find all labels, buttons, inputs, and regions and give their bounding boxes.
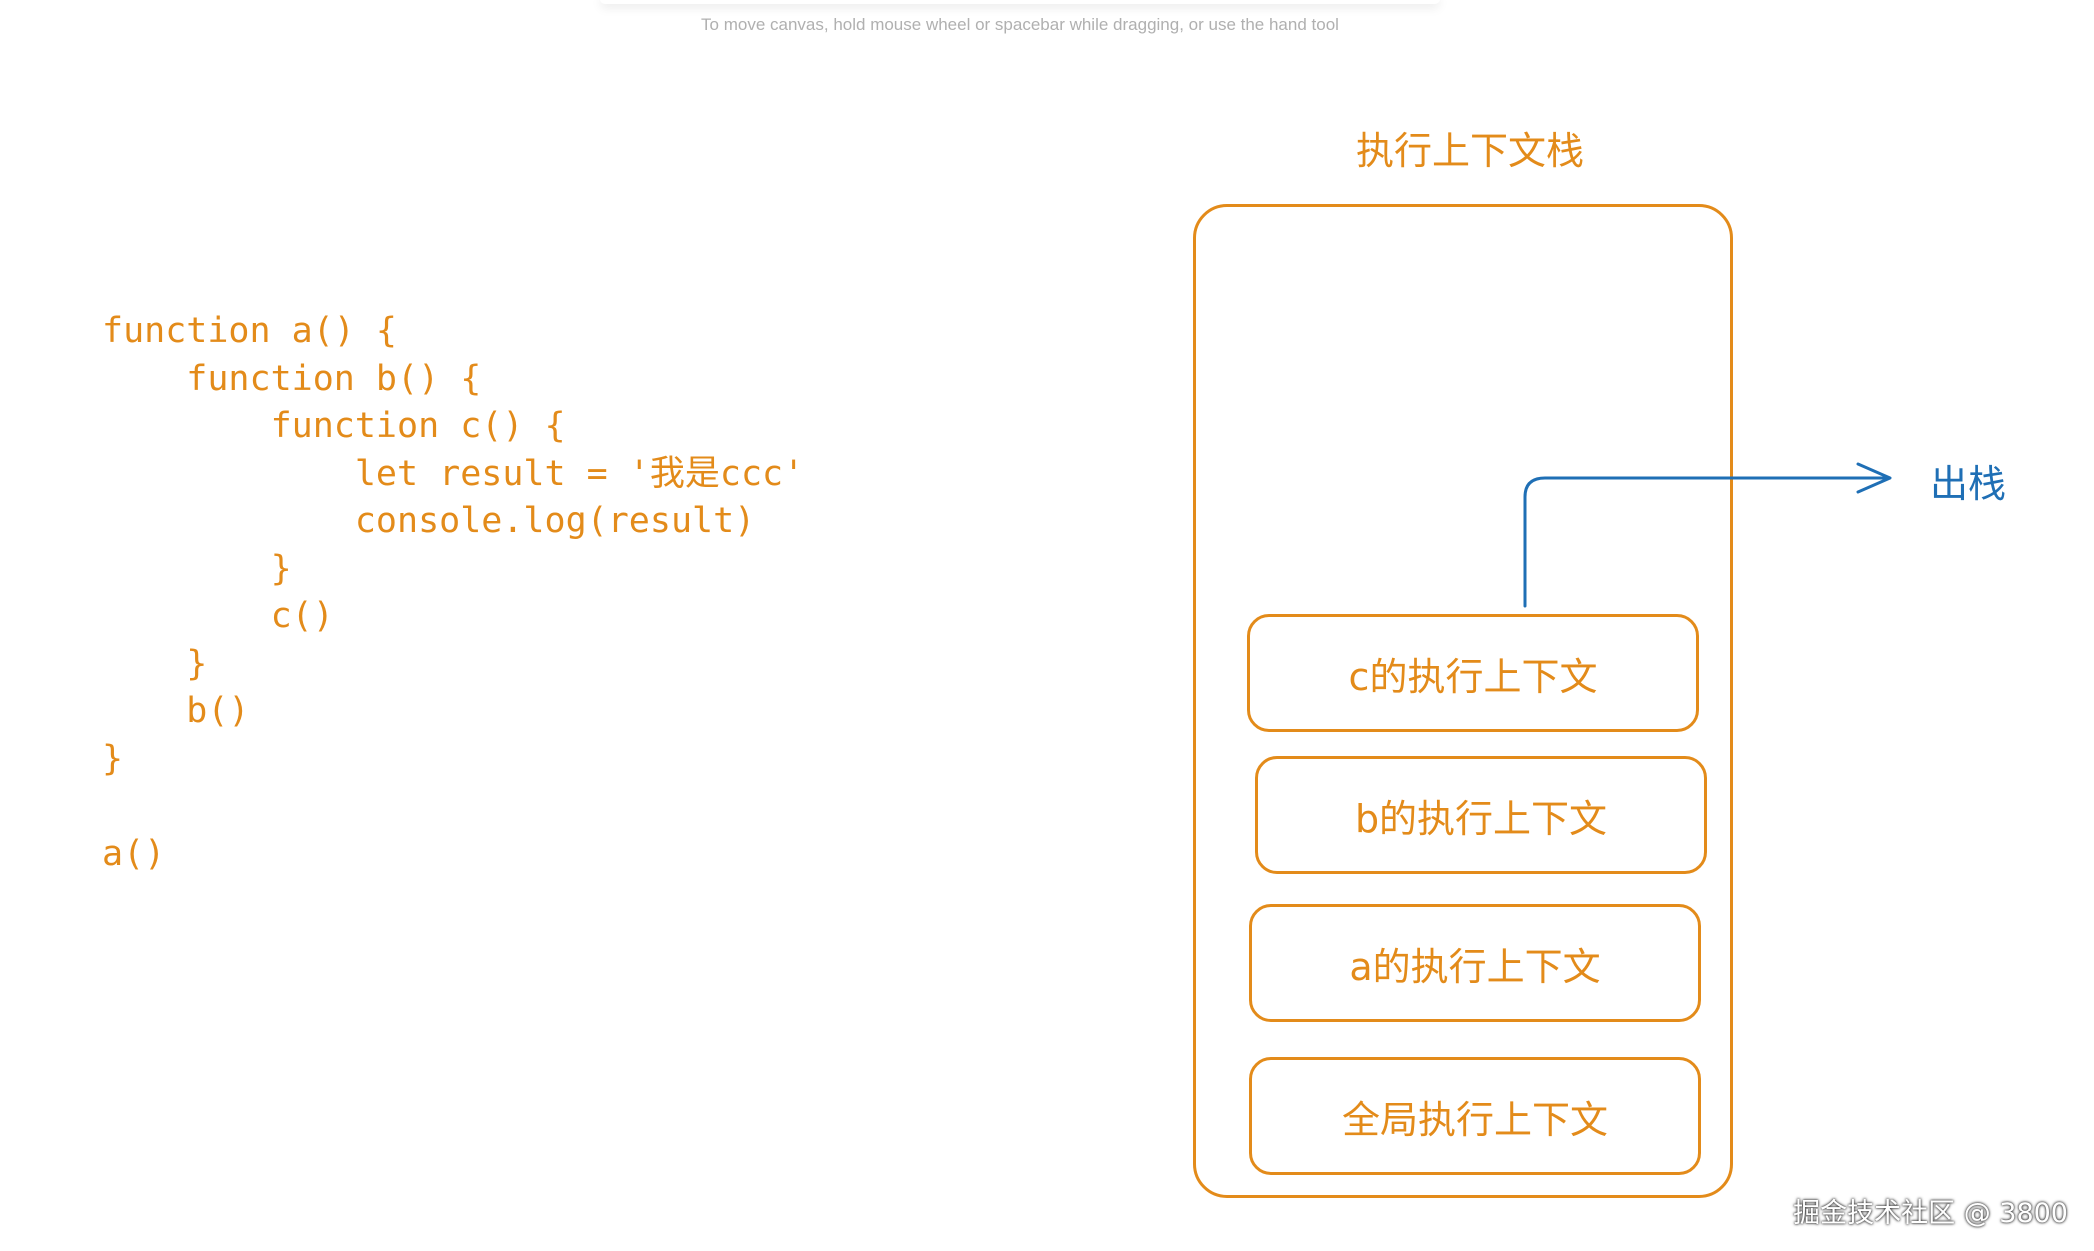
frame-global-label: 全局执行上下文 — [1341, 1097, 1608, 1142]
code-line: function b() { — [102, 358, 482, 399]
watermark: 掘金技术社区 @ 3800 — [1793, 1198, 2068, 1229]
frame-a-label: a的执行上下文 — [1349, 944, 1601, 989]
frame-c-context[interactable]: c的执行上下文 — [1247, 614, 1699, 732]
frame-b-label: b的执行上下文 — [1354, 796, 1608, 841]
canvas-hint: To move canvas, hold mouse wheel or spac… — [701, 15, 1339, 34]
execution-context-stack[interactable] — [1193, 204, 1733, 1198]
pop-arrow-head — [1856, 462, 1892, 494]
code-line: function a() { — [102, 311, 398, 351]
stack-title: 执行上下文栈 — [1355, 129, 1584, 173]
code-line: let result = '我是ccc' — [102, 453, 805, 494]
frame-c-label: c的执行上下文 — [1348, 654, 1598, 699]
code-line: c() — [102, 596, 334, 636]
code-line: console.log(result) — [102, 501, 756, 541]
code-line: a() — [102, 833, 166, 874]
frame-b-context[interactable]: b的执行上下文 — [1255, 756, 1707, 874]
code-line: b() — [102, 691, 250, 731]
code-line: } — [102, 548, 292, 589]
pop-label: 出栈 — [1930, 462, 2007, 506]
frame-global-context[interactable]: 全局执行上下文 — [1249, 1057, 1701, 1175]
toolbar-shadow — [600, 0, 1440, 4]
code-line: } — [102, 643, 208, 684]
code-block: function a() { function b() { function c… — [102, 308, 804, 878]
code-line: } — [102, 738, 124, 779]
frame-a-context[interactable]: a的执行上下文 — [1249, 904, 1701, 1022]
code-line: function c() { — [102, 406, 566, 446]
